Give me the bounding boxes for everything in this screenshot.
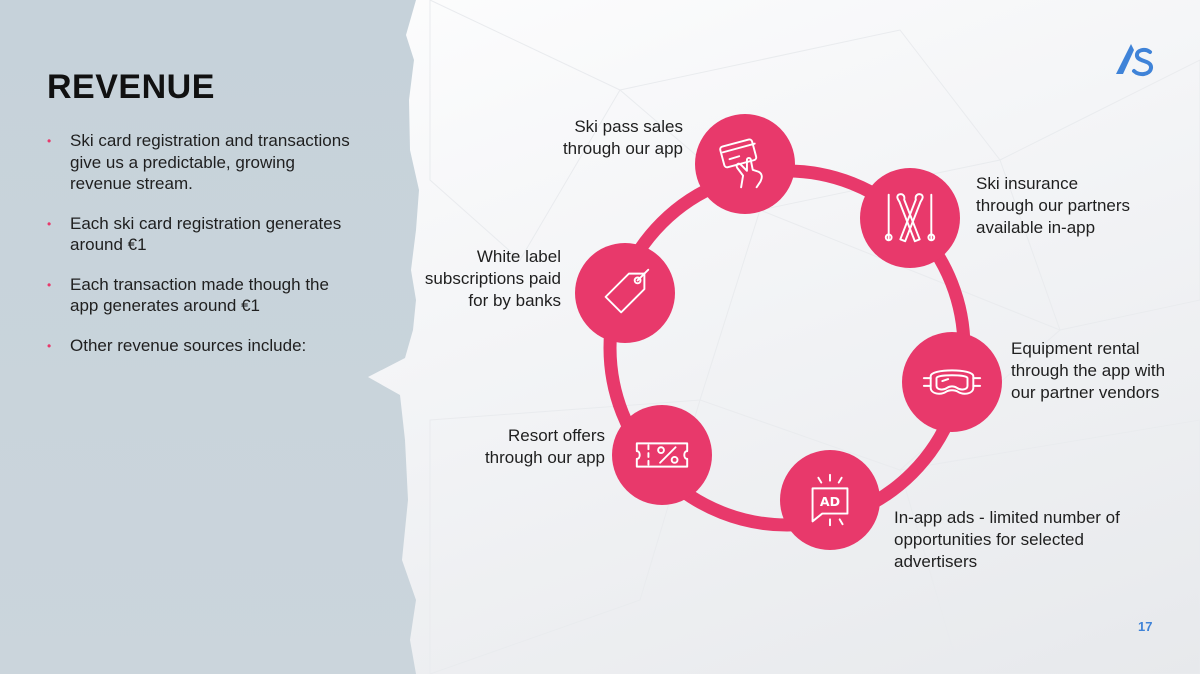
polygon-texture (429, 0, 1200, 674)
cycle-label: White label subscriptions paid for by ba… (424, 247, 561, 310)
cycle-label: Ski pass sales through our app (562, 117, 683, 158)
bullet-item: Each ski card registration generates aro… (47, 213, 357, 256)
revenue-bullet-list: Ski card registration and transactions g… (47, 130, 357, 374)
cycle-node-ski-pass (695, 114, 795, 214)
cycle-node-in-app-ads: AD (780, 450, 880, 550)
page-number: 17 (1138, 619, 1153, 634)
cycle-node-equipment-rental (902, 332, 1002, 432)
svg-text:AD: AD (820, 494, 840, 509)
cycle-label: In-app ads - limited number of opportuni… (894, 508, 1120, 571)
company-logo (1116, 44, 1153, 77)
bullet-item: Each transaction made though the app gen… (47, 274, 357, 317)
cycle-node-ski-insurance (860, 168, 960, 268)
cycle-node-white-label (575, 243, 675, 343)
bullet-item: Other revenue sources include: (47, 335, 357, 356)
ad-bubble-icon: AD (811, 473, 849, 527)
bullet-item: Ski card registration and transactions g… (47, 130, 357, 195)
credit-card-hand-icon (719, 138, 763, 189)
skis-poles-icon (884, 193, 936, 243)
cycle-label: Resort offers through our app (484, 426, 605, 467)
cycle-label: Ski insurance through our partners avail… (976, 174, 1131, 237)
discount-ticket-icon (635, 442, 689, 468)
page-title: REVENUE (47, 68, 215, 106)
price-tag-icon (604, 268, 650, 314)
ski-goggles-icon (922, 369, 982, 395)
cycle-label: Equipment rental through the app with ou… (1011, 339, 1166, 402)
cycle-node-resort-offers (612, 405, 712, 505)
